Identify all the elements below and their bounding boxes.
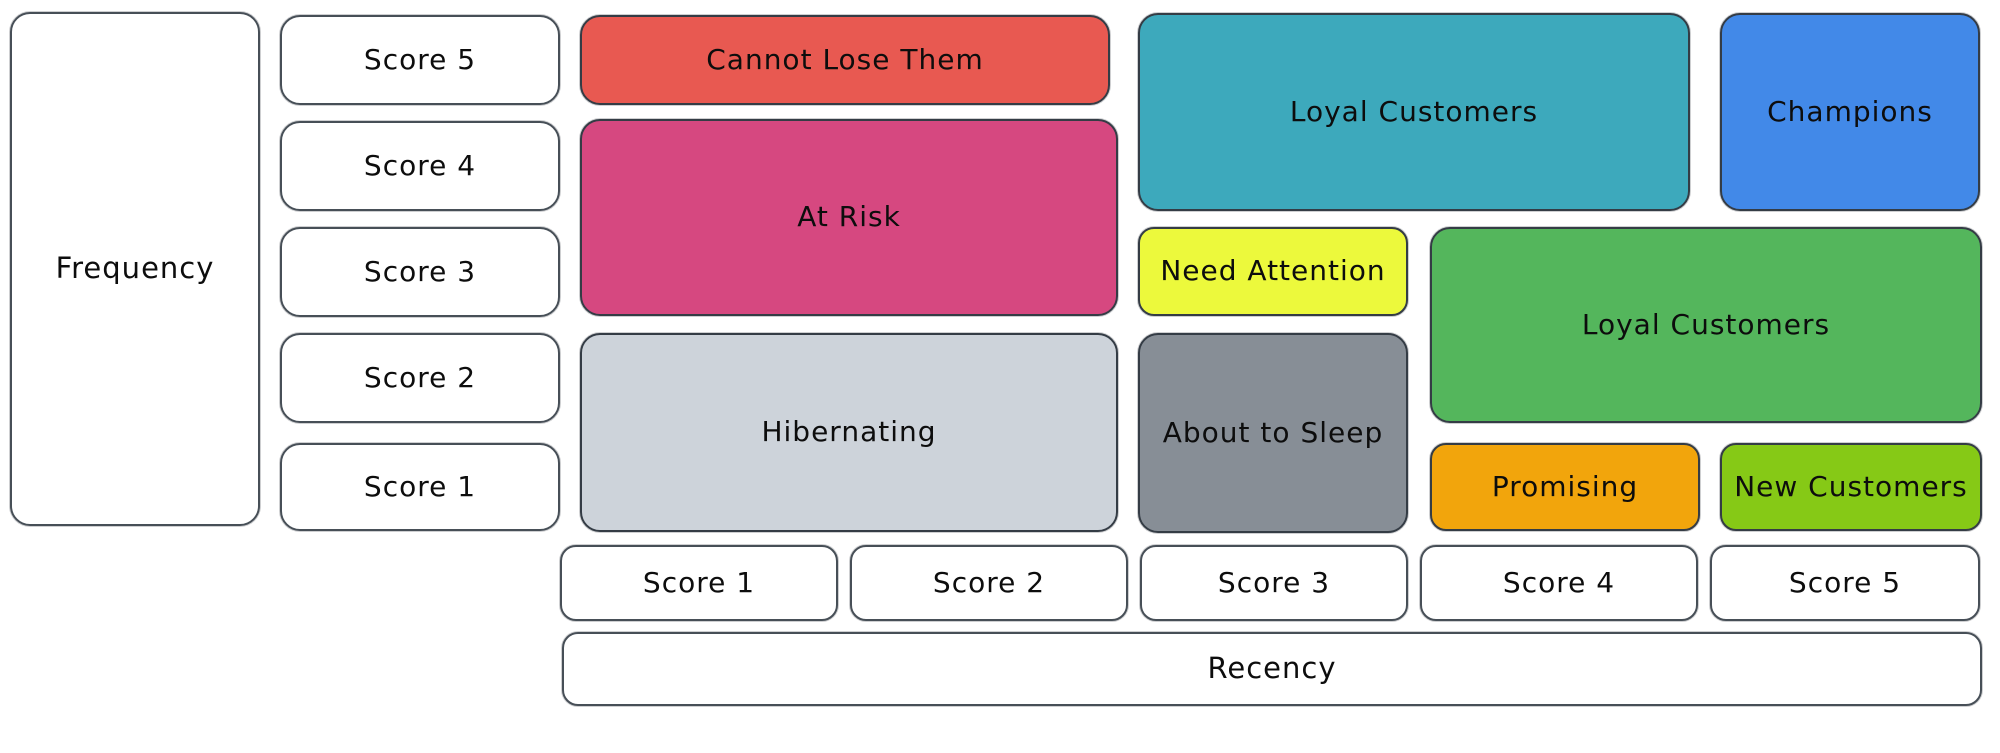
- segment-loyal-customers-green: Loyal Customers: [1430, 227, 1982, 423]
- segment-loyal-customers-teal-label: Loyal Customers: [1289, 94, 1539, 128]
- recency-score-3-box: Score 3: [1140, 545, 1408, 621]
- segment-about-to-sleep-label: About to Sleep: [1162, 415, 1384, 449]
- recency-score-1-box: Score 1: [560, 545, 838, 621]
- frequency-score-4-box: Score 4: [280, 121, 560, 211]
- segment-at-risk: At Risk: [580, 119, 1118, 316]
- frequency-axis-box: Frequency: [10, 12, 260, 526]
- frequency-score-3-label: Score 3: [363, 254, 477, 288]
- frequency-score-4-label: Score 4: [363, 148, 477, 182]
- recency-score-5-label: Score 5: [1788, 565, 1902, 599]
- segment-promising: Promising: [1430, 443, 1700, 531]
- segment-loyal-customers-green-label: Loyal Customers: [1581, 307, 1831, 341]
- frequency-score-5-label: Score 5: [363, 42, 477, 76]
- frequency-score-2-box: Score 2: [280, 333, 560, 423]
- recency-axis-label: Recency: [1207, 651, 1337, 686]
- segment-hibernating-label: Hibernating: [761, 415, 937, 449]
- segment-cannot-lose-them-label: Cannot Lose Them: [706, 42, 984, 76]
- segment-cannot-lose-them: Cannot Lose Them: [580, 15, 1110, 105]
- frequency-score-3-box: Score 3: [280, 227, 560, 317]
- segment-need-attention: Need Attention: [1138, 227, 1408, 316]
- frequency-score-1-label: Score 1: [363, 469, 477, 503]
- frequency-score-2-label: Score 2: [363, 360, 477, 394]
- segment-champions-label: Champions: [1767, 94, 1933, 128]
- segment-promising-label: Promising: [1491, 469, 1639, 503]
- recency-score-4-label: Score 4: [1502, 565, 1616, 599]
- recency-score-3-label: Score 3: [1217, 565, 1331, 599]
- frequency-axis-label: Frequency: [55, 251, 215, 286]
- recency-score-2-label: Score 2: [932, 565, 1046, 599]
- segment-hibernating: Hibernating: [580, 333, 1118, 532]
- recency-score-5-box: Score 5: [1710, 545, 1980, 621]
- recency-score-4-box: Score 4: [1420, 545, 1698, 621]
- recency-score-1-label: Score 1: [642, 565, 756, 599]
- recency-score-2-box: Score 2: [850, 545, 1128, 621]
- segment-new-customers: New Customers: [1720, 443, 1982, 531]
- segment-new-customers-label: New Customers: [1734, 469, 1968, 503]
- recency-axis-box: Recency: [562, 632, 1982, 706]
- segment-need-attention-label: Need Attention: [1160, 254, 1386, 288]
- frequency-score-1-box: Score 1: [280, 443, 560, 531]
- segment-about-to-sleep: About to Sleep: [1138, 333, 1408, 533]
- segment-loyal-customers-teal: Loyal Customers: [1138, 13, 1690, 211]
- frequency-score-5-box: Score 5: [280, 15, 560, 105]
- segment-at-risk-label: At Risk: [797, 200, 901, 234]
- segment-champions: Champions: [1720, 13, 1980, 211]
